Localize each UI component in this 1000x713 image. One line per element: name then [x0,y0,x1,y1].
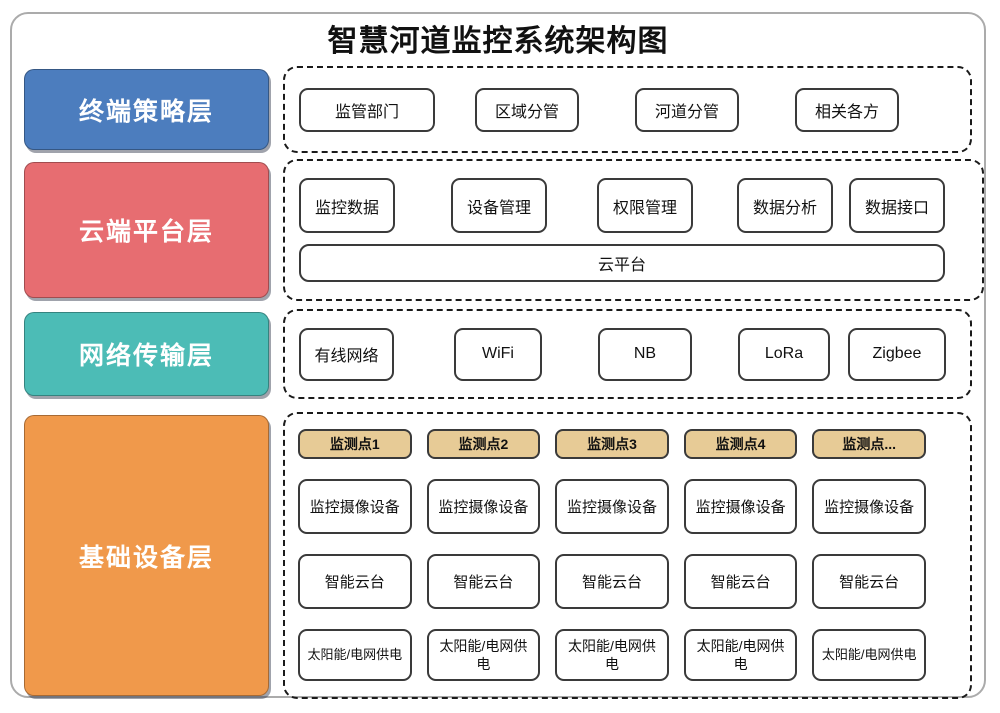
node-device-mgmt: 设备管理 [451,178,547,233]
node-monitor-data: 监控数据 [299,178,395,233]
site-column-1: 监测点1 监控摄像设备 智能云台 太阳能/电网供电 [298,429,412,681]
device-camera-4: 监控摄像设备 [683,479,798,534]
layer-terminal-strategy: 终端策略层 监管部门 区域分管 河道分管 相关各方 [24,66,972,153]
layer-panel-terminal-strategy: 监管部门 区域分管 河道分管 相关各方 [283,66,972,153]
node-zigbee: Zigbee [848,327,946,381]
site-column-3: 监测点3 监控摄像设备 智能云台 太阳能/电网供电 [555,429,669,681]
node-permission-mgmt: 权限管理 [597,178,693,233]
layer-label-terminal-strategy: 终端策略层 [24,69,269,150]
layer-label-cloud-platform: 云端平台层 [24,162,269,298]
node-river-manager: 河道分管 [635,87,739,132]
device-pantilt-1: 智能云台 [298,554,412,609]
layer-label-network-transport: 网络传输层 [24,312,269,396]
layer-base-devices: 基础设备层 监测点1 监控摄像设备 智能云台 太阳能/电网供电 监测点2 监控摄… [24,412,972,699]
node-wifi: WiFi [454,327,542,381]
device-pantilt-5: 智能云台 [812,554,926,609]
site-column-4: 监测点4 监控摄像设备 智能云台 太阳能/电网供电 [683,429,798,681]
node-nb: NB [598,327,692,381]
node-wired-network: 有线网络 [299,327,394,381]
outer-frame: 智慧河道监控系统架构图 终端策略层 监管部门 区域分管 河道分管 相关各方 云端… [10,12,986,699]
device-pantilt-2: 智能云台 [426,554,541,609]
site-column-5: 监测点... 监控摄像设备 智能云台 太阳能/电网供电 [812,429,926,681]
device-power-4: 太阳能/电网供电 [683,629,798,681]
layer-panel-cloud-platform: 监控数据 设备管理 权限管理 数据分析 数据接口 云平台 [283,159,984,301]
device-power-5: 太阳能/电网供电 [812,629,926,681]
node-regulatory-dept: 监管部门 [299,87,435,132]
layer-label-base-devices: 基础设备层 [24,415,269,696]
cloud-modules-row: 监控数据 设备管理 权限管理 数据分析 数据接口 [299,178,945,233]
layer-cloud-platform: 云端平台层 监控数据 设备管理 权限管理 数据分析 数据接口 云平台 [24,159,984,301]
device-camera-3: 监控摄像设备 [555,479,669,534]
device-camera-1: 监控摄像设备 [298,479,412,534]
device-camera-5: 监控摄像设备 [812,479,926,534]
device-camera-2: 监控摄像设备 [426,479,541,534]
site-column-2: 监测点2 监控摄像设备 智能云台 太阳能/电网供电 [426,429,541,681]
device-pantilt-3: 智能云台 [555,554,669,609]
diagram-title: 智慧河道监控系统架构图 [327,25,669,58]
node-data-interface: 数据接口 [849,178,945,233]
device-power-1: 太阳能/电网供电 [298,629,412,681]
layer-panel-base-devices: 监测点1 监控摄像设备 智能云台 太阳能/电网供电 监测点2 监控摄像设备 智能… [283,412,972,699]
layer-network-transport: 网络传输层 有线网络 WiFi NB LoRa Zigbee [24,309,972,399]
node-region-manager: 区域分管 [475,87,579,132]
site-header-4: 监测点4 [683,429,798,459]
node-stakeholders: 相关各方 [795,87,899,132]
site-header-1: 监测点1 [298,429,412,459]
site-header-5: 监测点... [812,429,926,459]
device-power-2: 太阳能/电网供电 [426,629,541,681]
node-lora: LoRa [738,327,830,381]
device-power-3: 太阳能/电网供电 [555,629,669,681]
site-header-3: 监测点3 [555,429,669,459]
layer-panel-network-transport: 有线网络 WiFi NB LoRa Zigbee [283,309,972,399]
node-cloud-platform: 云平台 [299,244,945,282]
device-pantilt-4: 智能云台 [683,554,798,609]
site-header-2: 监测点2 [426,429,541,459]
node-data-analysis: 数据分析 [737,178,833,233]
